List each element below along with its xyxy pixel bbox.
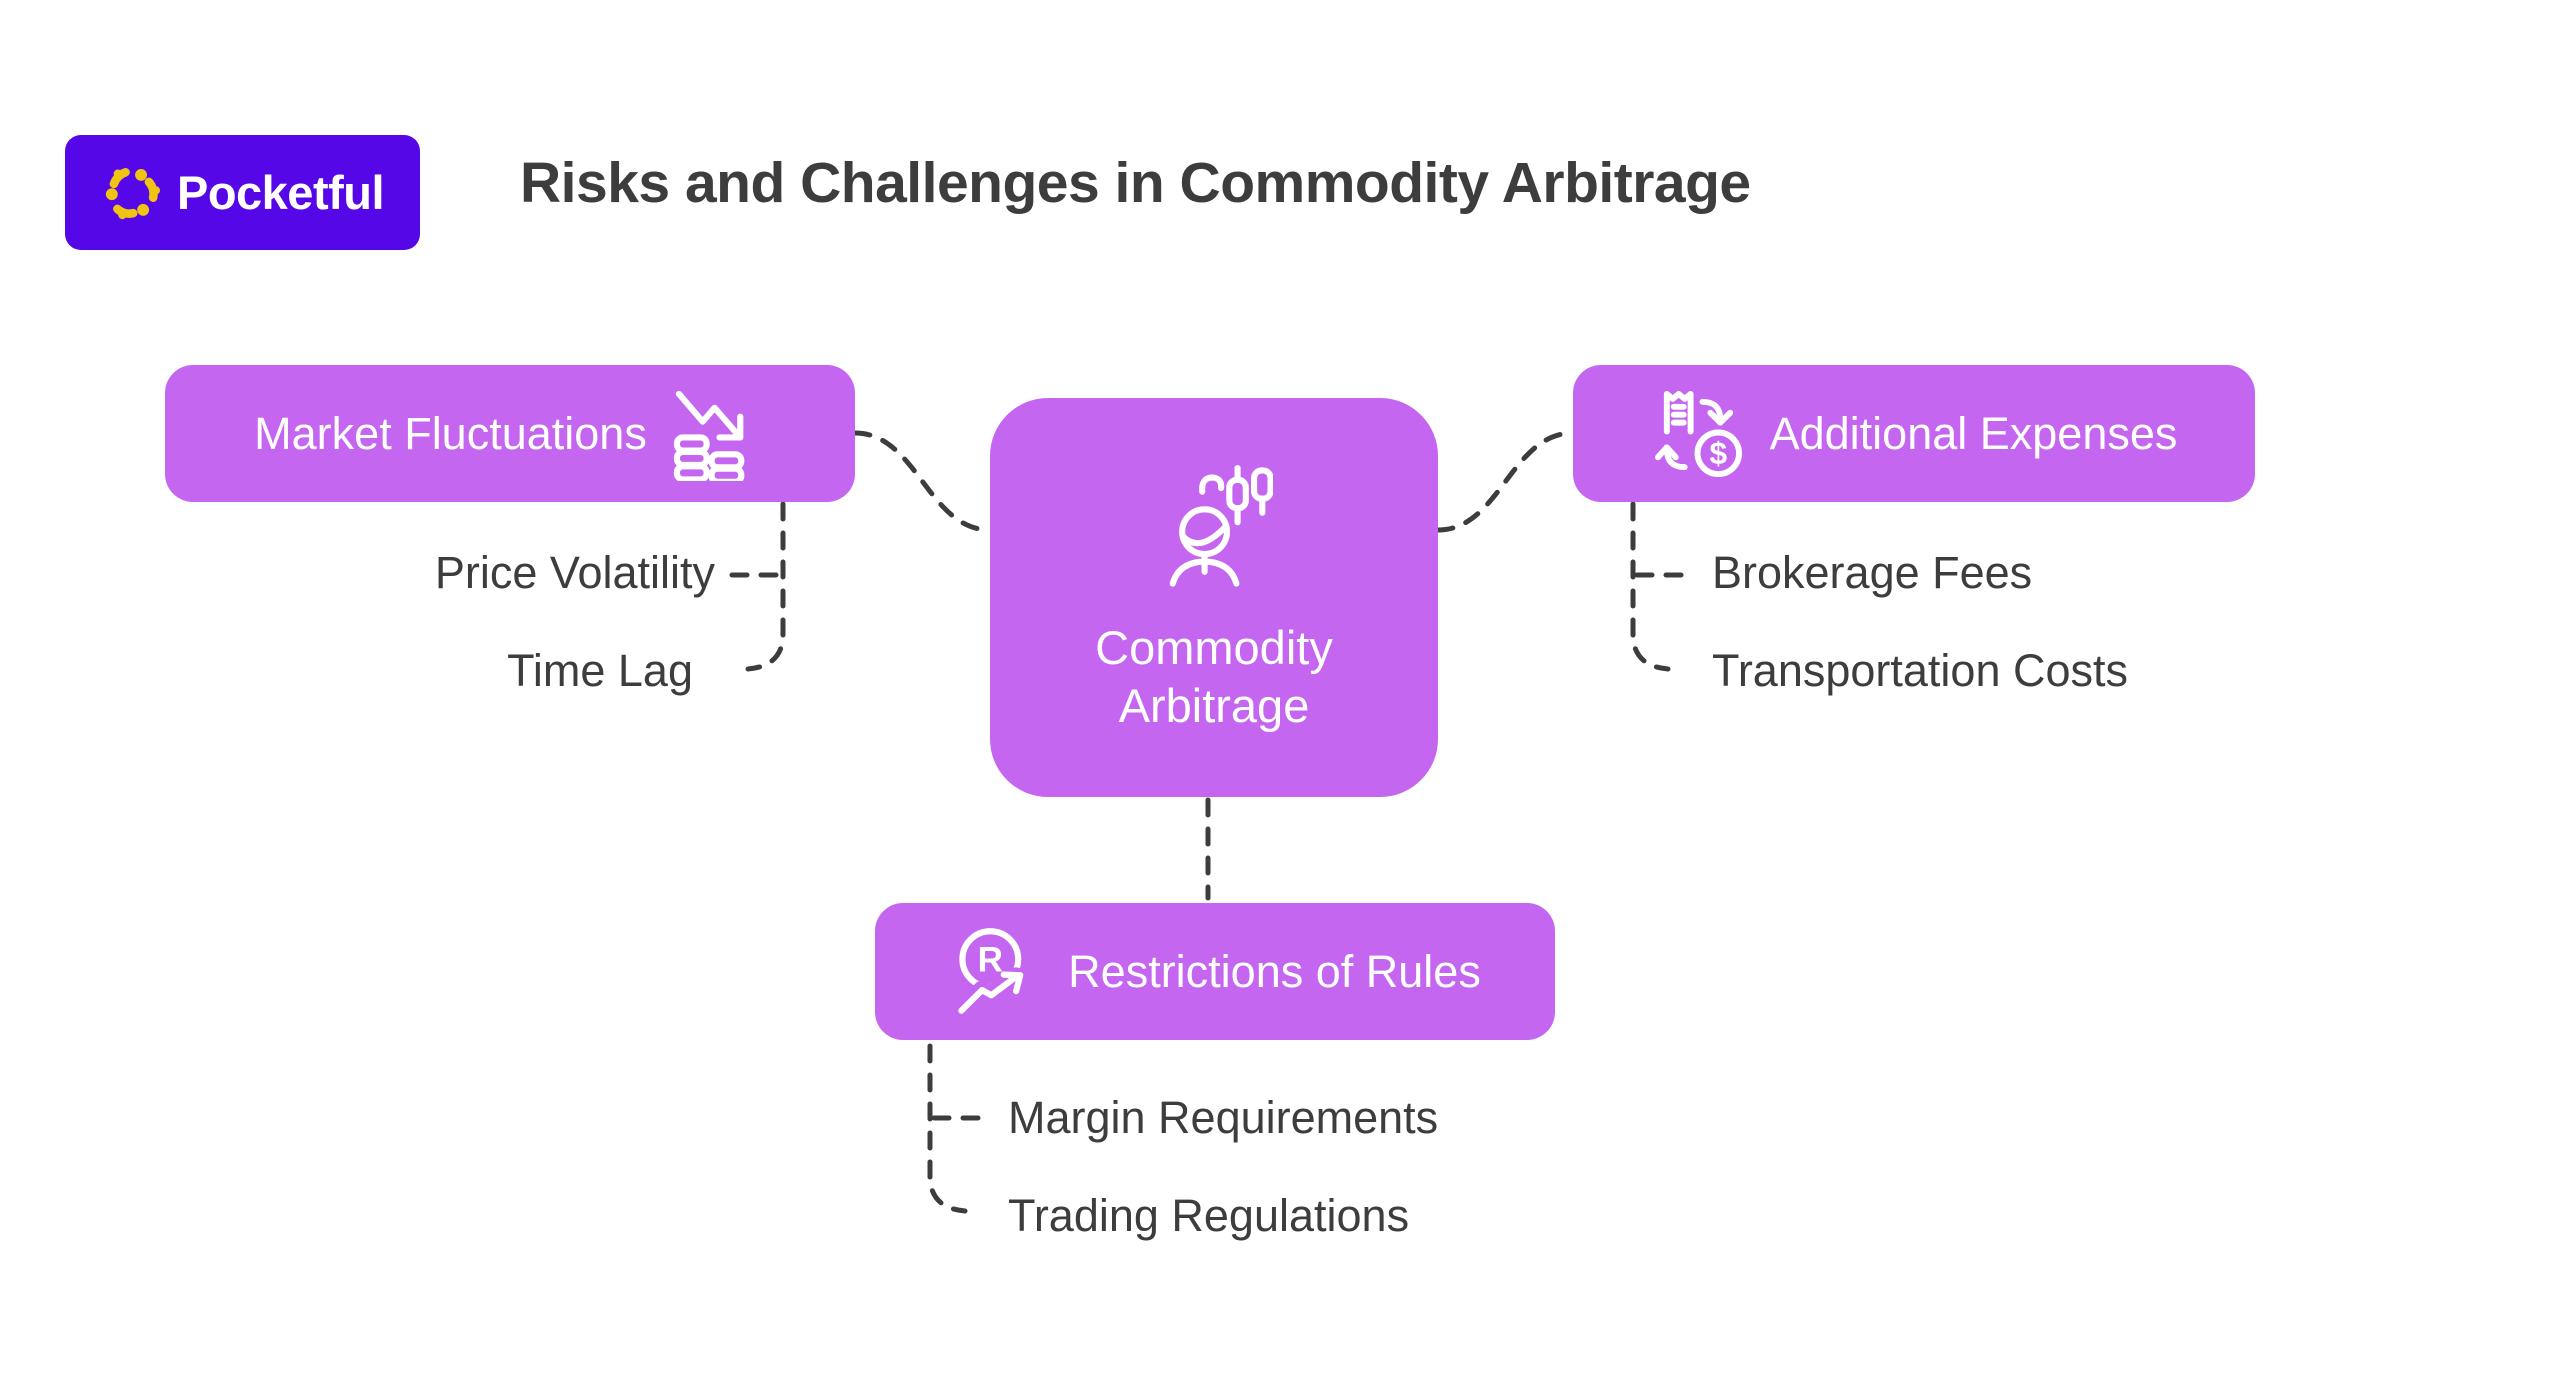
invoice-currency-exchange-icon: $ — [1654, 390, 1742, 478]
declining-arrow-coins-icon — [673, 390, 745, 481]
page-title: Risks and Challenges in Commodity Arbitr… — [520, 151, 1751, 215]
node-market-fluctuations-label: Market Fluctuations — [254, 407, 647, 459]
child-transportation-costs: Transportation Costs — [1712, 645, 2129, 696]
child-time-lag: Time Lag — [507, 645, 693, 696]
rupee-circle-growth-arrow-icon: R — [952, 928, 1026, 1019]
child-trading-regulations: Trading Regulations — [1008, 1190, 1410, 1241]
connector-expenses-children — [1630, 501, 1671, 672]
dollar-glyph: $ — [1709, 435, 1727, 471]
node-market-fluctuations: Market Fluctuations — [165, 365, 855, 502]
node-additional-expenses-label: Additional Expenses — [1769, 407, 2178, 459]
node-restrictions-of-rules-label: Restrictions of Rules — [1068, 945, 1481, 997]
trader-candlesticks-icon — [1169, 465, 1273, 587]
node-commodity-arbitrage-label: Commodity Arbitrage — [1095, 619, 1333, 734]
child-price-volatility: Price Volatility — [434, 547, 715, 598]
r-glyph: R — [978, 941, 1003, 980]
pocketful-logo: Pocketful — [65, 135, 420, 250]
child-brokerage-fees: Brokerage Fees — [1712, 547, 2033, 598]
connector-center-to-market — [852, 430, 993, 533]
pocketful-flower-icon — [105, 167, 160, 219]
connector-restrictions-children — [927, 1043, 968, 1214]
node-additional-expenses: $ Additional Expenses — [1573, 365, 2255, 502]
child-margin-requirements: Margin Requirements — [1008, 1092, 1439, 1143]
center-label-line1: Commodity — [1095, 621, 1333, 675]
logo-wordmark: Pocketful — [176, 166, 385, 219]
center-label-line2: Arbitrage — [1118, 678, 1310, 732]
node-commodity-arbitrage: Commodity Arbitrage — [990, 398, 1438, 797]
node-restrictions-of-rules: R Restrictions of Rules — [875, 903, 1555, 1040]
connector-center-to-expenses — [1435, 430, 1576, 533]
connector-market-children — [745, 501, 786, 672]
